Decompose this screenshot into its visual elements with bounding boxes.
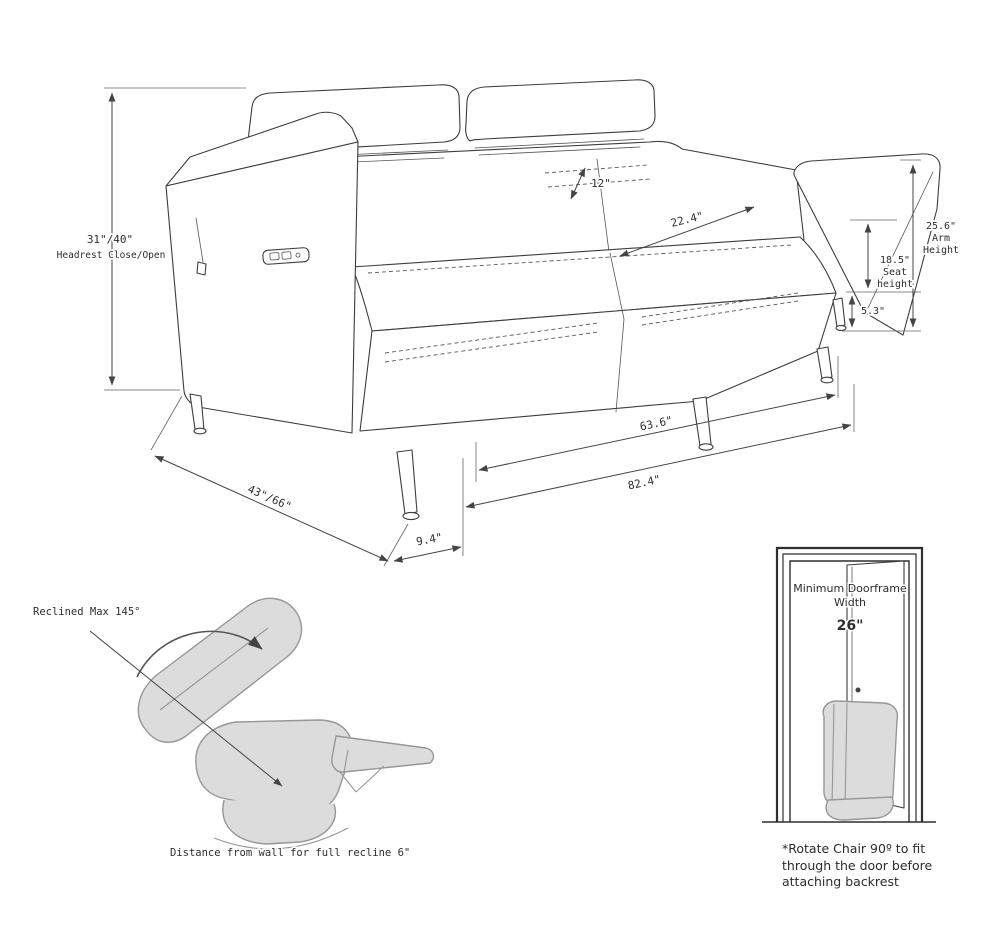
door-chair-lines bbox=[831, 702, 848, 809]
recline-rotation-arrow bbox=[136, 630, 263, 678]
recliner-seat bbox=[195, 719, 353, 815]
door-chair-base bbox=[825, 796, 894, 821]
dim-arm-height-label1: Arm bbox=[932, 233, 950, 244]
door-note-line1: *Rotate Chair 90º to fit bbox=[782, 841, 925, 856]
dim-seat-height-value: 18.5" bbox=[880, 255, 910, 266]
dim-line-leg-inset bbox=[393, 545, 462, 563]
doorframe-label-line2: Width bbox=[834, 596, 866, 609]
recline-max-label: Reclined Max 145° bbox=[33, 606, 140, 618]
recliner-diagram: Reclined Max 145° Distance from wall for… bbox=[31, 597, 435, 861]
wall-distance-label: Distance from wall for full recline 6" bbox=[170, 847, 410, 859]
sofa-left-arm-seam bbox=[195, 217, 204, 263]
sofa-seat-split bbox=[609, 252, 625, 413]
door-knob bbox=[855, 687, 861, 693]
dim-headrest-label: Headrest Close/Open bbox=[57, 250, 166, 261]
sofa-drawing bbox=[165, 79, 941, 521]
dim-depth-value: 43"/66" bbox=[246, 482, 294, 513]
doorframe-width-value: 26" bbox=[837, 618, 864, 634]
sofa-left-arm-front bbox=[165, 141, 359, 434]
sofa-back-seam bbox=[596, 158, 610, 253]
sofa-left-arm-top bbox=[165, 111, 359, 187]
dim-line-seat-depth bbox=[619, 206, 755, 257]
dim-leg-inset-value: 9.4" bbox=[415, 531, 443, 549]
dim-headrest-value: 31"/40" bbox=[87, 233, 133, 246]
dim-arm-height-value: 25.6" bbox=[926, 221, 956, 232]
door-note-line2: through the door before bbox=[782, 858, 932, 873]
recliner-footrest bbox=[331, 735, 435, 773]
dim-arm-height-label2: Height bbox=[923, 245, 959, 256]
doorframe-label-line1: Minimum Doorframe bbox=[793, 582, 907, 595]
dim-line-depth bbox=[154, 455, 389, 562]
dim-leg-height-value: 5.3" bbox=[861, 306, 885, 317]
doorframe-inner bbox=[789, 560, 910, 822]
dim-back-cushion-value: 12" bbox=[591, 177, 611, 190]
door-chair-body bbox=[822, 700, 899, 811]
recliner-backrest bbox=[137, 597, 303, 743]
sofa-left-arm-tag bbox=[196, 261, 207, 276]
doorframe-diagram: Minimum Doorframe Width 26" *Rotate Chai… bbox=[762, 546, 936, 891]
sofa-power-panel bbox=[262, 247, 310, 265]
dim-line-back-cushion bbox=[570, 167, 586, 200]
dim-seat-height-label1: Seat bbox=[883, 267, 907, 278]
sofa-right-arm-crease bbox=[867, 171, 934, 309]
dim-seat-height-label2: height bbox=[877, 279, 913, 290]
sofa-stitching bbox=[367, 164, 799, 363]
recliner-rocker bbox=[213, 827, 349, 850]
doorframe-outer bbox=[775, 546, 924, 822]
dim-line-overall-width bbox=[465, 423, 852, 509]
door-note-line3: attaching backrest bbox=[782, 874, 899, 889]
recliner-footrest-links bbox=[339, 749, 385, 793]
dim-overall-width-value: 82.4" bbox=[627, 473, 662, 493]
sofa-headrest-right bbox=[465, 79, 656, 142]
recliner-base bbox=[222, 799, 336, 845]
doorframe-mid bbox=[782, 553, 917, 822]
recline-angle-arrow bbox=[89, 630, 283, 787]
